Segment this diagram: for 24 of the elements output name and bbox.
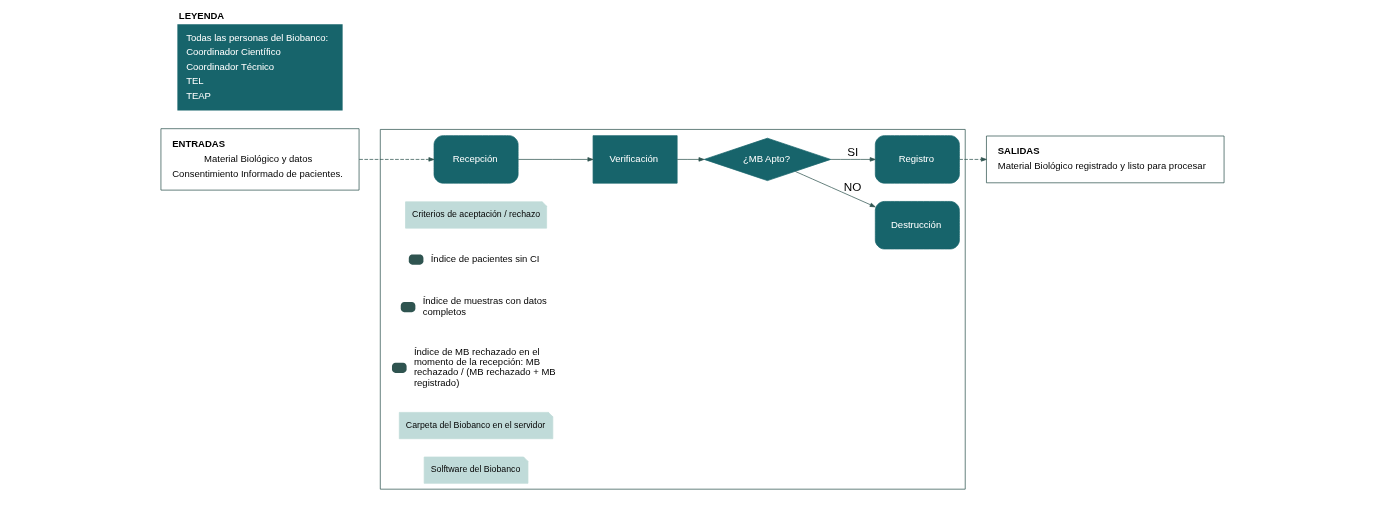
cluster xyxy=(379,129,966,490)
node-box: Destrucción xyxy=(874,201,960,250)
node-circle xyxy=(400,302,415,313)
arrow xyxy=(517,157,593,162)
node-box: Verificación xyxy=(592,135,677,184)
node-box: Recepción xyxy=(433,135,518,184)
node-circle xyxy=(391,362,407,373)
node-label: Índice de pacientes sin CI xyxy=(430,253,540,265)
edge-label: SI xyxy=(846,144,858,158)
arrow xyxy=(958,157,987,162)
node-circle xyxy=(408,254,423,265)
node-box: Todas las personas del Biobanco: Coordinador Científico Coordinador Técnico TEL TEAP xyxy=(176,24,343,111)
arrow xyxy=(794,171,876,208)
node-box: ENTRADAS Material Biológico y datos Consentimiento Informado de pacientes. xyxy=(160,128,359,191)
arrow xyxy=(829,157,876,162)
node-label: Índice de muestras con datos completos xyxy=(422,295,547,317)
node-label: LEYENDA xyxy=(178,10,224,22)
node-diamond: ¿MB Apto? xyxy=(703,137,831,181)
node-label: Índice de MB rechazado en el momento de la recepción: MB rechazado / (MB rechazado + MB registrado) xyxy=(413,345,556,388)
node-box: Registro xyxy=(874,135,960,184)
arrow xyxy=(358,157,434,162)
edge-label: NO xyxy=(843,179,861,193)
arrow xyxy=(676,157,704,162)
node-box: SALIDAS Material Biológico registrado y listo para procesar xyxy=(985,135,1224,184)
